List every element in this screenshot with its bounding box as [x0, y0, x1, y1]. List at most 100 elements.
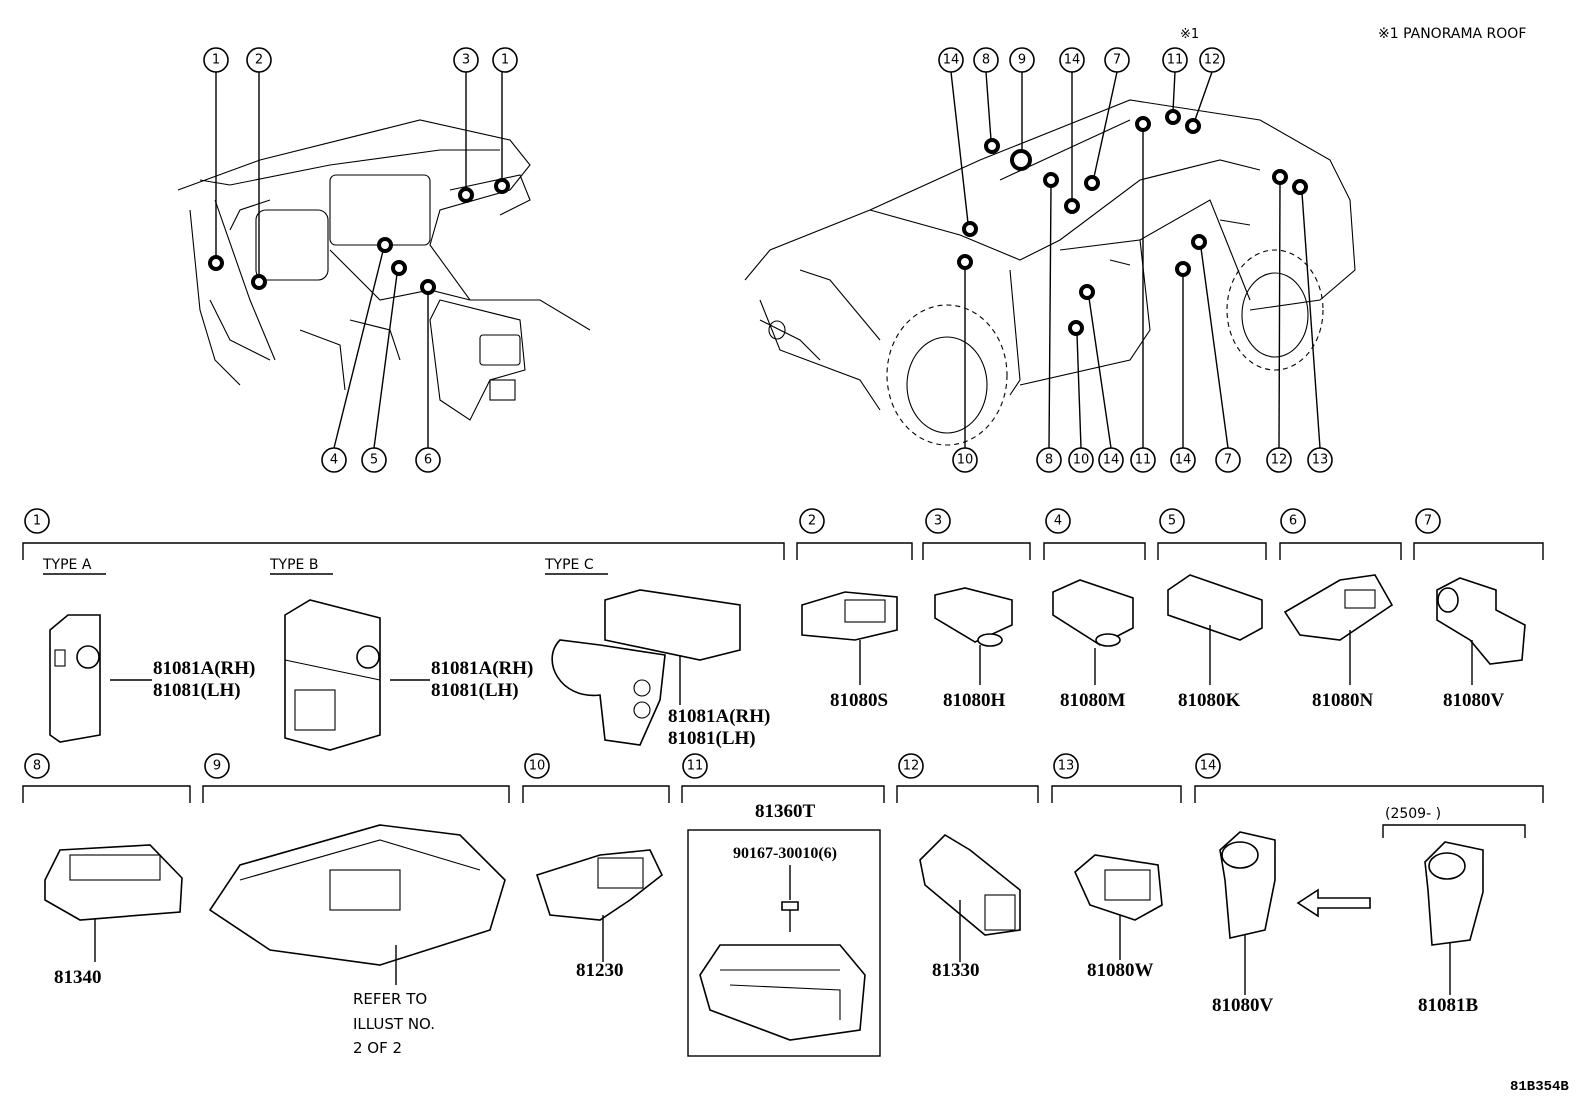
svg-text:3: 3 [934, 514, 942, 529]
callout-8: 8 [1036, 447, 1062, 473]
date-range: (2509- ) [1385, 806, 1441, 822]
panorama-roof-note: ※1 PANORAMA ROOF [1378, 26, 1526, 42]
type-c-label: TYPE C [544, 557, 594, 573]
panorama-marker: ※1 [1180, 27, 1199, 42]
type-b-part-lh: 81081(LH) [431, 680, 519, 701]
section-14: 14 81080V (2509- ) 81081B [1194, 753, 1544, 1016]
svg-text:4: 4 [1054, 514, 1062, 529]
ext-hotspot-13 [1292, 179, 1308, 195]
part-81230: 81230 [576, 960, 624, 981]
svg-text:12: 12 [1204, 53, 1221, 68]
svg-text:10: 10 [957, 453, 974, 468]
type-a-label: TYPE A [42, 557, 92, 573]
part-81081-type-a [49, 614, 101, 743]
ext-hotspot-14c [1079, 284, 1095, 300]
ext-hotspot-12b [1272, 169, 1288, 185]
svg-text:7: 7 [1113, 53, 1121, 68]
part-81081-type-b [284, 599, 381, 751]
svg-text:13: 13 [1058, 759, 1075, 774]
ext-hotspot-12a [1185, 118, 1201, 134]
type-b-part-rh: 81081A(RH) [431, 658, 533, 679]
section-6: 6 81080N [1279, 508, 1402, 711]
vehicle-illustration [744, 99, 1356, 446]
ext-hotspot-8b [1043, 172, 1059, 188]
callout-2: 2 [246, 47, 272, 73]
svg-text:7: 7 [1224, 453, 1232, 468]
svg-text:5: 5 [1168, 514, 1176, 529]
ext-hotspot-7a [1084, 175, 1100, 191]
ext-hotspot-14d [1175, 261, 1191, 277]
part-81080V-sec14: 81080V [1212, 995, 1274, 1016]
ext-hotspot-14b [1064, 198, 1080, 214]
svg-text:11: 11 [1167, 53, 1184, 68]
hotspot-6 [420, 279, 436, 295]
type-b-label: TYPE B [269, 557, 318, 573]
section-12: 12 81330 [896, 753, 1039, 981]
svg-text:14: 14 [1200, 759, 1217, 774]
ext-hotspot-10a [957, 254, 973, 270]
callout-10: 10 [952, 447, 978, 473]
svg-text:6: 6 [424, 453, 432, 468]
callout-14: 14 [1098, 447, 1124, 473]
part-81080V: 81080V [1443, 690, 1505, 711]
svg-text:10: 10 [1073, 453, 1090, 468]
section-5: 5 81080K [1157, 508, 1267, 711]
svg-text:5: 5 [370, 453, 378, 468]
part-90167-30010: 90167-30010(6) [733, 845, 837, 862]
svg-text:14: 14 [1175, 453, 1192, 468]
section-3: 3 81080H [922, 508, 1031, 711]
ext-hotspot-9 [1010, 149, 1032, 171]
svg-text:13: 13 [1312, 453, 1329, 468]
svg-text:1: 1 [501, 53, 509, 68]
svg-text:12: 12 [1271, 453, 1288, 468]
part-81080K: 81080K [1178, 690, 1241, 711]
callout-4: 4 [321, 447, 347, 473]
hotspot-3 [458, 187, 474, 203]
part-81081-type-c [551, 589, 741, 746]
supersession-arrow [1296, 888, 1371, 918]
hotspot-1-left [208, 255, 224, 271]
callout-7: 7 [1215, 447, 1241, 473]
svg-text:10: 10 [529, 759, 546, 774]
hotspot-4 [377, 237, 393, 253]
part-81330: 81330 [932, 960, 980, 981]
callout-8: 8 [973, 47, 999, 73]
callout-14: 14 [1059, 47, 1085, 73]
part-81081B: 81081B [1418, 995, 1479, 1016]
refer-line-2: ILLUST NO. [353, 1015, 435, 1033]
svg-text:9: 9 [213, 759, 221, 774]
callout-12: 12 [1199, 47, 1225, 73]
section-2: 2 81080S [796, 508, 913, 711]
callout-6: 6 [415, 447, 441, 473]
callout-14: 14 [1170, 447, 1196, 473]
type-c-part-lh: 81081(LH) [668, 728, 756, 749]
svg-text:8: 8 [33, 759, 41, 774]
section-11: 11 81360T 90167-30010(6) [681, 753, 885, 1057]
part-81080N: 81080N [1312, 690, 1374, 711]
hotspot-2 [251, 274, 267, 290]
svg-text:8: 8 [982, 53, 990, 68]
section-9: 9 REFER TO ILLUST NO. 2 OF 2 [202, 753, 510, 1057]
part-81080H: 81080H [943, 690, 1006, 711]
svg-text:12: 12 [903, 759, 920, 774]
svg-text:1: 1 [212, 53, 220, 68]
svg-text:9: 9 [1018, 53, 1026, 68]
section-13: 13 81080W [1051, 753, 1182, 981]
part-81360T: 81360T [755, 801, 816, 822]
svg-text:2: 2 [808, 514, 816, 529]
svg-text:7: 7 [1424, 514, 1432, 529]
svg-text:2: 2 [255, 53, 263, 68]
section-10: 10 81230 [522, 753, 670, 981]
hotspot-1-right [494, 178, 510, 194]
svg-text:4: 4 [330, 453, 338, 468]
svg-text:14: 14 [1064, 53, 1081, 68]
type-a-part-lh: 81081(LH) [153, 680, 241, 701]
ext-hotspot-8a [984, 138, 1000, 154]
section-7: 7 81080V [1413, 508, 1544, 711]
callout-13: 13 [1307, 447, 1333, 473]
section-1: 1 TYPE A TYPE B TYPE C 81081A(RH) 81081(… [22, 508, 785, 751]
part-81080M: 81080M [1060, 690, 1126, 711]
part-81080S: 81080S [830, 690, 888, 711]
ext-hotspot-11a [1165, 109, 1181, 125]
